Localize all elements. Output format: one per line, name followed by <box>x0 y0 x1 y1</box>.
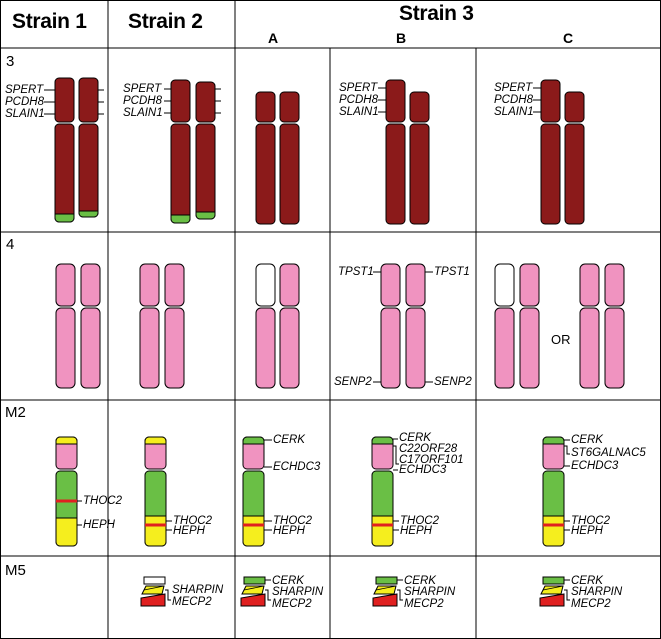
gene-label-slain1: SLAIN1 <box>494 106 534 118</box>
rowm2-leaders <box>77 438 570 531</box>
row-label-4: 4 <box>6 236 15 253</box>
gene-label-heph: HEPH <box>400 525 432 537</box>
gene-label-heph: HEPH <box>173 525 205 537</box>
gene-label-thoc2: THOC2 <box>400 515 439 527</box>
gene-label-cerk: CERK <box>404 575 436 587</box>
chr3-a-right-p <box>279 91 300 123</box>
gene-label-cerk: CERK <box>571 575 603 587</box>
gene-label-mecp2: MECP2 <box>404 598 444 610</box>
m2-strain3-a <box>242 436 265 547</box>
gene-label-cerk: CERK <box>399 432 431 444</box>
rowm2-chromosomes <box>55 436 565 547</box>
gene-label-senp2: SENP2 <box>334 376 372 388</box>
row-label-m5: M5 <box>5 562 26 579</box>
row4-leaders <box>373 271 433 383</box>
gene-label-c22orf28: C22ORF28 <box>399 443 458 455</box>
gene-label-thoc2: THOC2 <box>83 495 122 507</box>
gene-label-cerk: CERK <box>273 434 305 446</box>
header-strain2: Strain 2 <box>128 10 203 33</box>
header-strain3-a: A <box>268 30 279 46</box>
chr4-a-absent-p <box>255 263 276 307</box>
gene-label-mecp2: MECP2 <box>571 598 611 610</box>
gene-label-sharpin: SHARPIN <box>172 584 224 596</box>
row-label-m2: M2 <box>5 404 26 421</box>
gene-label-sharpin: SHARPIN <box>404 586 456 598</box>
m5-strain3-a <box>240 576 266 607</box>
chr3-c-left-p <box>540 79 561 123</box>
gene-label-slain1: SLAIN1 <box>5 108 45 120</box>
gene-label-mecp2: MECP2 <box>272 598 312 610</box>
row3-chromosomes <box>54 77 585 225</box>
gene-label-heph: HEPH <box>273 525 305 537</box>
chr3-b-right-p <box>409 91 430 123</box>
header-strain3-c: C <box>563 30 574 46</box>
gene-label-thoc2: THOC2 <box>273 515 312 527</box>
m2-strain3-c <box>542 436 565 547</box>
gene-label-cerk: CERK <box>272 575 304 587</box>
gene-label-mecp2: MECP2 <box>172 596 212 608</box>
m2-strain1 <box>55 436 78 547</box>
gene-label-echdc3: ECHDC3 <box>399 464 447 476</box>
gene-label-cerk: CERK <box>571 434 603 446</box>
m5-strain2 <box>140 576 166 607</box>
gene-label-thoc2: THOC2 <box>173 515 212 527</box>
header-strain3: Strain 3 <box>399 2 474 25</box>
m2-strain3-b <box>371 436 394 547</box>
gene-label-pcdh8: PCDH8 <box>494 94 533 106</box>
m2-strain2 <box>144 436 167 547</box>
row-label-3: 3 <box>6 53 15 70</box>
chr3-c-right-p <box>564 91 585 123</box>
chr3-b-left-q <box>385 123 406 225</box>
gene-label-pcdh8: PCDH8 <box>123 95 162 107</box>
m5-strain3-c <box>539 576 565 607</box>
rowm5-leaders <box>165 579 570 601</box>
gene-label-heph: HEPH <box>83 519 115 531</box>
chr4-c-absent-p <box>494 263 515 307</box>
gene-label-tpst1: TPST1 <box>338 266 374 278</box>
gene-label-thoc2: THOC2 <box>571 515 610 527</box>
gene-label-pcdh8: PCDH8 <box>5 96 44 108</box>
chr3-b-left-p <box>385 79 406 123</box>
gene-label-sharpin: SHARPIN <box>272 586 324 598</box>
chr3-a-left-q <box>255 123 276 225</box>
chr3-strain1-left <box>54 77 75 223</box>
chr3-c-left-q <box>540 123 561 225</box>
chr3-strain1-right <box>78 77 99 218</box>
or-label: OR <box>551 332 571 347</box>
gene-label-slain1: SLAIN1 <box>339 106 379 118</box>
gene-label-sharpin: SHARPIN <box>571 586 623 598</box>
gene-label-echdc3: ECHDC3 <box>571 460 619 472</box>
header-strain1: Strain 1 <box>12 10 87 33</box>
gene-label-pcdh8: PCDH8 <box>339 94 378 106</box>
chr3-strain2-right <box>195 81 216 220</box>
gene-label-slain1: SLAIN1 <box>123 107 163 119</box>
chr3-a-right-q <box>279 123 300 225</box>
gene-label-heph: HEPH <box>571 525 603 537</box>
rowm5-chromosomes <box>140 576 565 607</box>
chr3-strain2-left <box>170 79 191 224</box>
gene-label-spert: SPERT <box>5 84 44 96</box>
gene-label-c17orf101: C17ORF101 <box>399 454 464 466</box>
chr3-b-right-q <box>409 123 430 225</box>
chr3-a-left-p <box>255 91 276 123</box>
gene-label-echdc3: ECHDC3 <box>273 461 321 473</box>
gene-label-spert: SPERT <box>339 82 378 94</box>
gene-label-st6galnac5: ST6GALNAC5 <box>571 447 646 459</box>
header-strain3-b: B <box>396 30 407 46</box>
chr3-c-right-q <box>564 123 585 225</box>
gene-label-tpst1: TPST1 <box>434 266 470 278</box>
gene-label-spert: SPERT <box>123 83 162 95</box>
row3-leaders <box>44 87 541 115</box>
m5-strain3-b <box>372 576 398 607</box>
gene-label-senp2: SENP2 <box>434 376 472 388</box>
gene-label-spert: SPERT <box>494 82 533 94</box>
row4-chromosomes <box>55 263 625 389</box>
